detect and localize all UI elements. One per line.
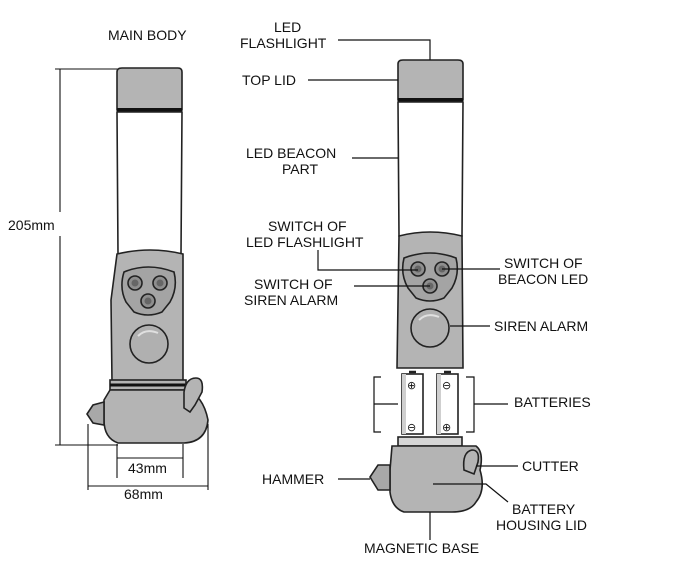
outer-width-label: 68mm bbox=[124, 486, 163, 502]
label-hammer: HAMMER bbox=[262, 471, 324, 487]
label-battery-lid-line1: BATTERY bbox=[512, 501, 576, 517]
main-body-title: MAIN BODY bbox=[108, 27, 187, 43]
label-switch-siren-line2: SIREN ALARM bbox=[244, 292, 338, 308]
battery-right-minus-icon: ⊖ bbox=[442, 380, 451, 392]
label-cutter: CUTTER bbox=[522, 458, 579, 474]
label-led-flashlight-line1: LED bbox=[274, 19, 301, 35]
height-dimension-label: 205mm bbox=[8, 217, 55, 233]
label-batteries: BATTERIES bbox=[514, 394, 591, 410]
label-led-flashlight-line2: FLASHLIGHT bbox=[240, 35, 327, 51]
label-siren-alarm: SIREN ALARM bbox=[494, 318, 588, 334]
label-top-lid: TOP LID bbox=[242, 72, 296, 88]
label-switch-led-line2: LED FLASHLIGHT bbox=[246, 234, 364, 250]
battery-left-minus-icon: ⊖ bbox=[407, 422, 416, 434]
battery-left-plus-icon: ⊕ bbox=[407, 380, 416, 392]
leader-lines bbox=[308, 39, 518, 540]
label-magnetic-base: MAGNETIC BASE bbox=[364, 540, 479, 556]
width-dimensions bbox=[87, 424, 209, 490]
label-switch-beacon-line1: SWITCH OF bbox=[504, 255, 583, 271]
label-switch-siren-line1: SWITCH OF bbox=[254, 276, 333, 292]
battery-right-plus-icon: ⊕ bbox=[442, 422, 451, 434]
inner-width-label: 43mm bbox=[128, 460, 167, 476]
label-battery-lid-line2: HOUSING LID bbox=[496, 517, 587, 533]
label-led-beacon-line2: PART bbox=[282, 161, 318, 177]
label-switch-beacon-line2: BEACON LED bbox=[498, 271, 588, 287]
exploded-drawing bbox=[369, 59, 484, 513]
main-body-drawing bbox=[86, 67, 209, 444]
label-switch-led-line1: SWITCH OF bbox=[268, 218, 347, 234]
label-led-beacon-line1: LED BEACON bbox=[246, 145, 336, 161]
height-dimension bbox=[55, 68, 118, 446]
